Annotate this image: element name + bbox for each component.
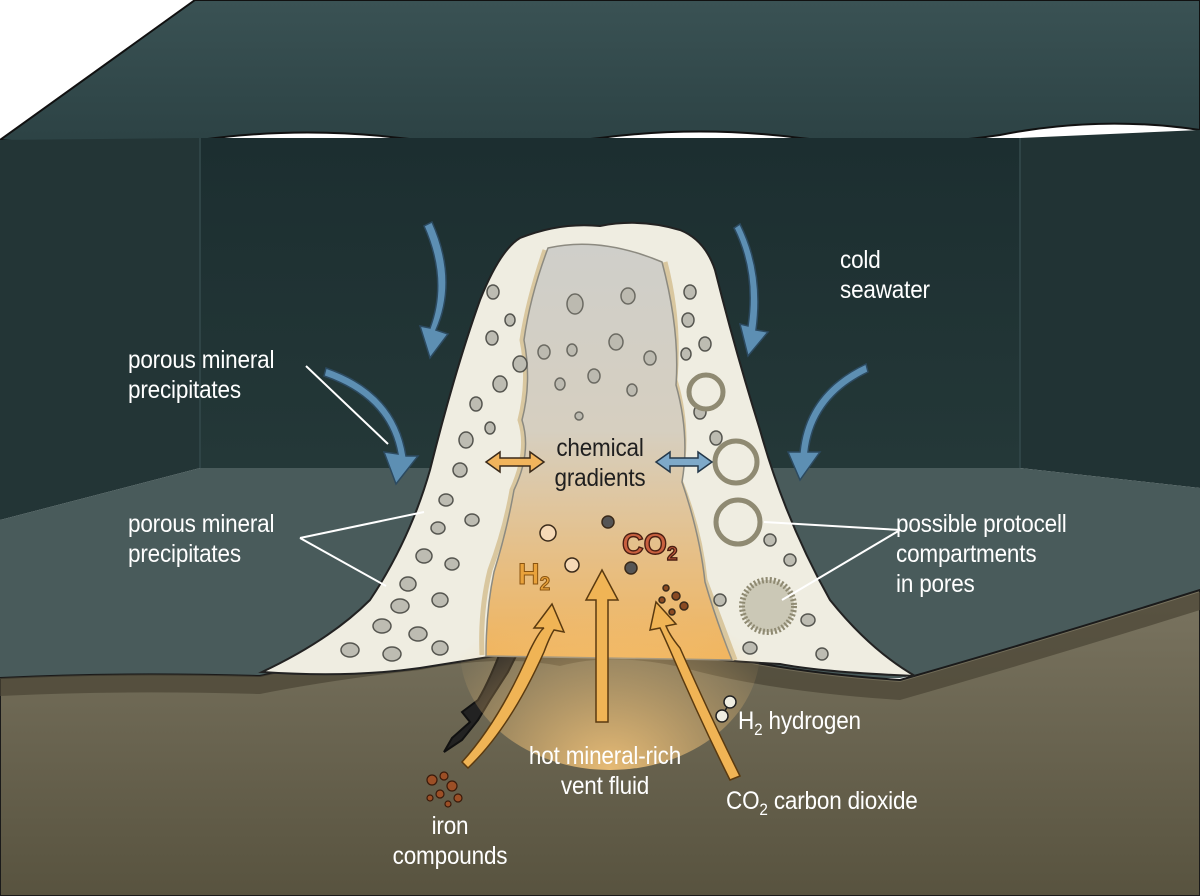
chimney-inner-wall-left xyxy=(479,249,548,656)
gradient-arrow-right xyxy=(654,450,714,474)
core-pores xyxy=(537,287,657,421)
molecules xyxy=(539,515,689,616)
water-right-face xyxy=(1020,130,1200,488)
gradient-arrow-left xyxy=(484,450,546,474)
cold-arrows xyxy=(323,220,869,486)
iron-compound-dots xyxy=(426,771,463,808)
water-left-face xyxy=(0,138,200,520)
leader-lines xyxy=(299,365,901,601)
label-carbon-dioxide: CO2 carbon dioxide xyxy=(726,787,918,819)
hot-arrows xyxy=(460,568,742,781)
wall-pores xyxy=(340,284,829,662)
protocell-compartments xyxy=(686,372,797,635)
inner-h2-symbol: H2 xyxy=(518,558,551,596)
vent-glow xyxy=(460,530,760,770)
water-top-face xyxy=(0,0,1200,146)
inner-co2-symbol: CO2 xyxy=(621,528,678,566)
hydrogen-molecule-icon xyxy=(715,695,737,723)
label-hydrogen: H2 hydrogen xyxy=(738,707,861,739)
